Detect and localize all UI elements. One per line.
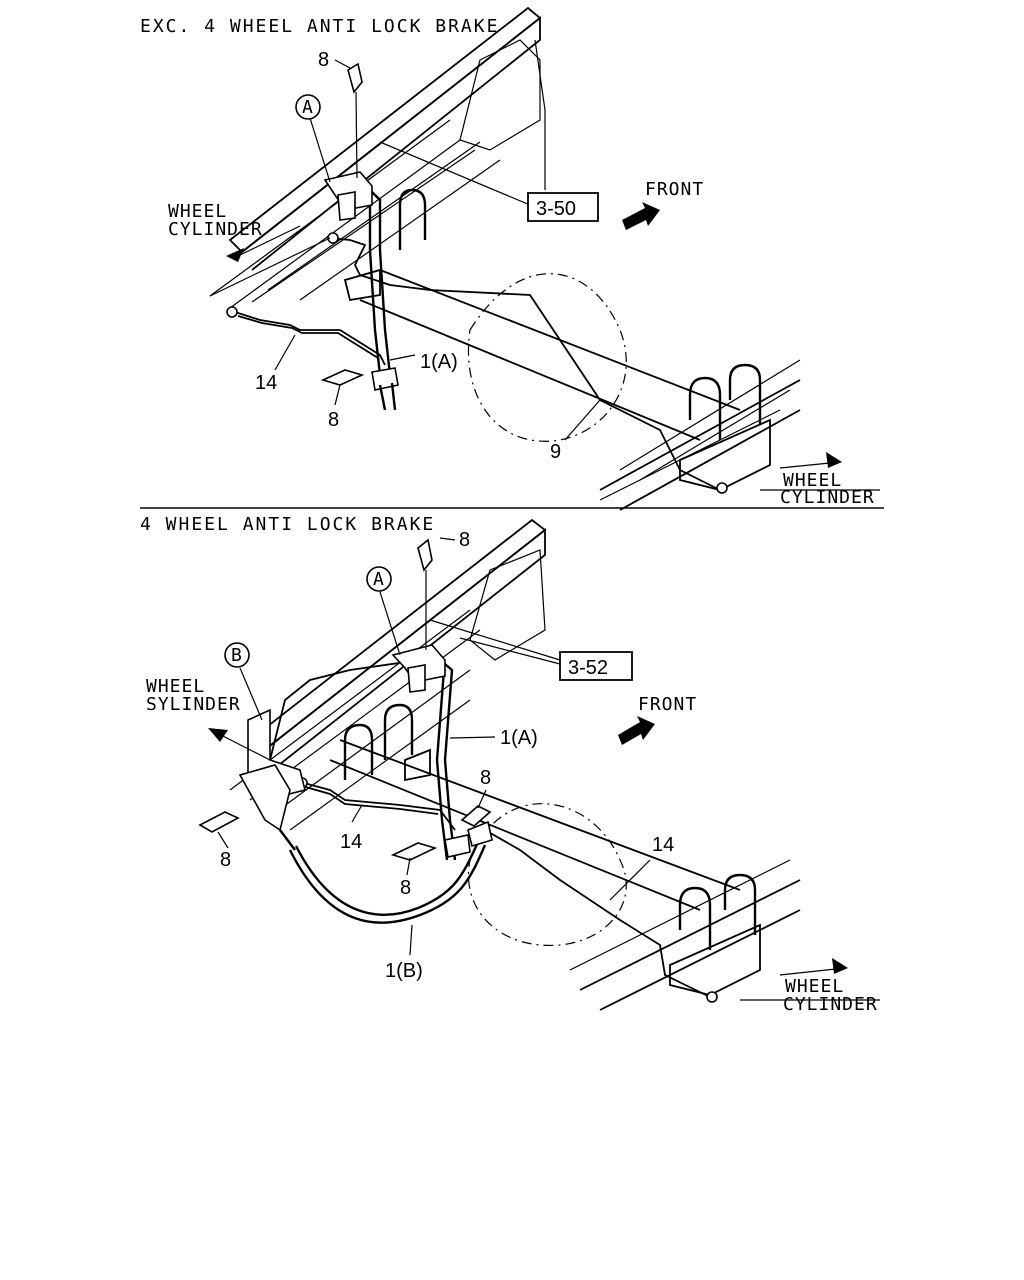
bottom-label-clip-left: 8 xyxy=(220,849,231,871)
bottom-callout-b-circle xyxy=(224,642,250,668)
top-bracket-a xyxy=(323,171,399,411)
top-leaders xyxy=(274,59,601,441)
top-front-arrow xyxy=(622,202,660,230)
top-right-wheel-line2: CYLINDER xyxy=(780,487,875,508)
bottom-pipe-nut-right xyxy=(706,991,718,1003)
bottom-title: 4 WHEEL ANTI LOCK BRAKE xyxy=(140,514,435,535)
bottom-leaders xyxy=(217,537,651,956)
top-left-wheel-line2: CYLINDER xyxy=(168,219,263,240)
bottom-label-hose-b: 1(B) xyxy=(385,960,423,982)
top-ref-box-label: 3-50 xyxy=(536,198,576,220)
bottom-axle xyxy=(329,703,801,1011)
bottom-label-clip-mid: 8 xyxy=(480,767,491,789)
bottom-diagram: 4 WHEEL ANTI LOCK BRAKE xyxy=(140,514,880,1015)
bottom-label-clip-top: 8 xyxy=(459,529,470,551)
bottom-bracket-b xyxy=(238,708,306,832)
top-callout-a: A xyxy=(302,97,314,118)
top-ref-box xyxy=(527,192,599,222)
top-title: EXC. 4 WHEEL ANTI LOCK BRAKE xyxy=(140,16,499,37)
top-left-wheel-line1: WHEEL xyxy=(168,201,227,222)
bottom-ref-box xyxy=(559,651,633,681)
bottom-right-wheel-line1: WHEEL xyxy=(785,976,844,997)
top-callout-a-circle xyxy=(295,94,321,120)
top-label-pipe-right: 9 xyxy=(550,441,561,463)
top-pipe-nut-left xyxy=(226,306,238,318)
bottom-left-wheel-line1: WHEEL xyxy=(146,676,205,697)
bottom-callout-a-circle xyxy=(366,566,392,592)
top-right-wheel-line1: WHEEL xyxy=(783,470,842,491)
bottom-clip-bottom xyxy=(390,842,438,861)
bottom-left-wheel-line2: SYLINDER xyxy=(146,694,241,715)
bottom-front-label: FRONT xyxy=(638,694,697,715)
top-label-hose: 1(A) xyxy=(420,351,458,373)
bottom-callout-a: A xyxy=(373,569,385,590)
top-label-clip-lower: 8 xyxy=(328,409,339,431)
bottom-left-wheel-arrow xyxy=(208,728,271,761)
top-right-wheel-arrow xyxy=(760,452,880,491)
top-pipe-nut-mid xyxy=(327,232,339,244)
bottom-clip-left xyxy=(198,811,240,833)
top-clip-upper xyxy=(347,62,363,179)
top-label-pipe-left: 14 xyxy=(255,372,277,394)
bottom-front-arrow xyxy=(618,716,655,745)
top-label-clip-upper: 8 xyxy=(318,49,329,71)
top-left-wheel-arrow xyxy=(209,225,331,297)
bottom-callout-b: B xyxy=(231,645,243,666)
top-brake-pipes xyxy=(226,189,728,494)
bottom-ref-box-label: 3-52 xyxy=(568,657,608,679)
bottom-clip-top xyxy=(417,538,433,650)
bottom-label-pipe-right: 14 xyxy=(652,834,674,856)
top-axle xyxy=(343,188,801,511)
bottom-clip-mid xyxy=(460,805,492,827)
top-frame-rail xyxy=(209,6,546,309)
bottom-right-wheel-line2: CYLINDER xyxy=(783,994,878,1015)
top-clip-lower xyxy=(320,369,365,386)
bottom-bracket-a xyxy=(391,644,493,858)
bottom-right-wheel-arrow xyxy=(740,958,880,1001)
bottom-label-hose-a: 1(A) xyxy=(500,727,538,749)
bottom-label-clip-bottom: 8 xyxy=(400,877,411,899)
top-front-label: FRONT xyxy=(645,179,704,200)
top-pipe-nut-right xyxy=(716,482,728,494)
bottom-label-pipe-left: 14 xyxy=(340,831,362,853)
top-diagram: EXC. 4 WHEEL ANTI LOCK BRAKE xyxy=(140,6,880,511)
